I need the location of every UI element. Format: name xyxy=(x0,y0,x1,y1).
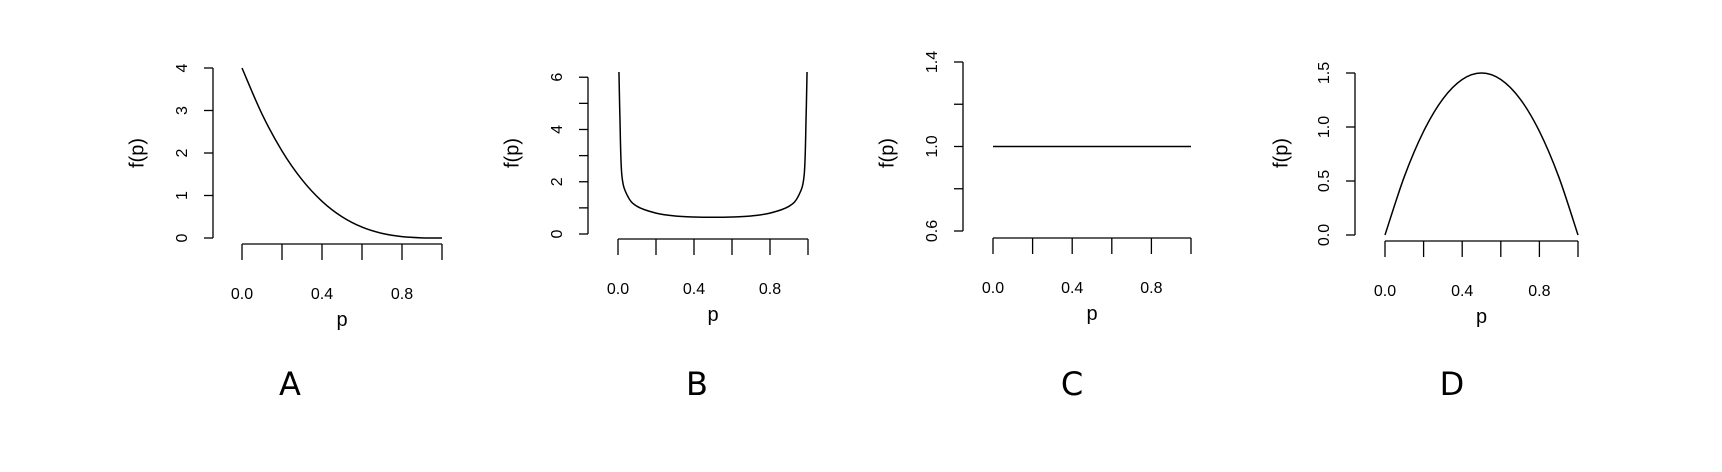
x-tick-label: 0.8 xyxy=(759,281,781,298)
y-tick-label: 0 xyxy=(549,229,566,238)
y-tick-label: 1.0 xyxy=(924,135,941,157)
panel-c: 0.6 1.0 1.4 0.0 0.4 0.8 p f(p) C xyxy=(876,51,1192,403)
panel-label: A xyxy=(279,365,301,403)
y-tick-label: 0.5 xyxy=(1316,170,1333,192)
panel-d: 0.0 0.5 1.0 1.5 0.0 0.4 0.8 p f(p) D xyxy=(1270,62,1579,403)
y-tick-label: 1.5 xyxy=(1316,62,1333,84)
x-tick-label: 0.8 xyxy=(1140,280,1162,297)
x-tick-label: 0.4 xyxy=(1061,280,1083,297)
x-tick-label: 0.8 xyxy=(1528,283,1550,300)
x-tick-label: 0.0 xyxy=(607,281,629,298)
y-tick-label: 2 xyxy=(549,177,566,186)
y-tick-label: 0.6 xyxy=(924,220,941,242)
y-tick-label: 1.0 xyxy=(1316,116,1333,138)
panel-a: 0 1 2 3 4 0.0 0.4 0.8 p f(p) A xyxy=(126,63,443,403)
y-tick-label: 0.0 xyxy=(1316,224,1333,246)
y-tick-label: 4 xyxy=(549,125,566,134)
x-tick-label: 0.4 xyxy=(311,286,333,303)
panel-label: D xyxy=(1440,365,1465,403)
panel-label: C xyxy=(1061,365,1083,403)
y-tick-label: 4 xyxy=(174,63,191,72)
y-tick-label: 1.4 xyxy=(924,51,941,73)
series-line xyxy=(1384,72,1579,236)
y-axis-label: f(p) xyxy=(126,138,148,168)
panel-label: B xyxy=(686,365,708,403)
series-line xyxy=(241,67,443,239)
x-tick-label: 0.4 xyxy=(683,281,705,298)
x-tick-label: 0.0 xyxy=(1374,283,1396,300)
x-tick-label: 0.4 xyxy=(1451,283,1473,300)
x-axis-label: p xyxy=(1476,306,1487,328)
x-tick-label: 0.8 xyxy=(391,286,413,303)
x-axis-label: p xyxy=(1086,303,1097,325)
y-tick-label: 1 xyxy=(174,191,191,200)
x-axis-label: p xyxy=(336,309,347,331)
y-tick-label: 6 xyxy=(549,73,566,82)
x-tick-label: 0.0 xyxy=(982,280,1004,297)
x-tick-label: 0.0 xyxy=(231,286,253,303)
y-axis-label: f(p) xyxy=(1270,138,1292,168)
y-axis-label: f(p) xyxy=(876,138,898,168)
panel-b: 0 2 4 6 0.0 0.4 0.8 p f(p) B xyxy=(501,71,809,403)
x-axis-label: p xyxy=(707,304,718,326)
y-tick-label: 2 xyxy=(174,148,191,157)
y-axis-label: f(p) xyxy=(501,138,523,168)
y-tick-label: 0 xyxy=(174,233,191,242)
y-tick-label: 3 xyxy=(174,106,191,115)
series-line xyxy=(618,71,808,219)
